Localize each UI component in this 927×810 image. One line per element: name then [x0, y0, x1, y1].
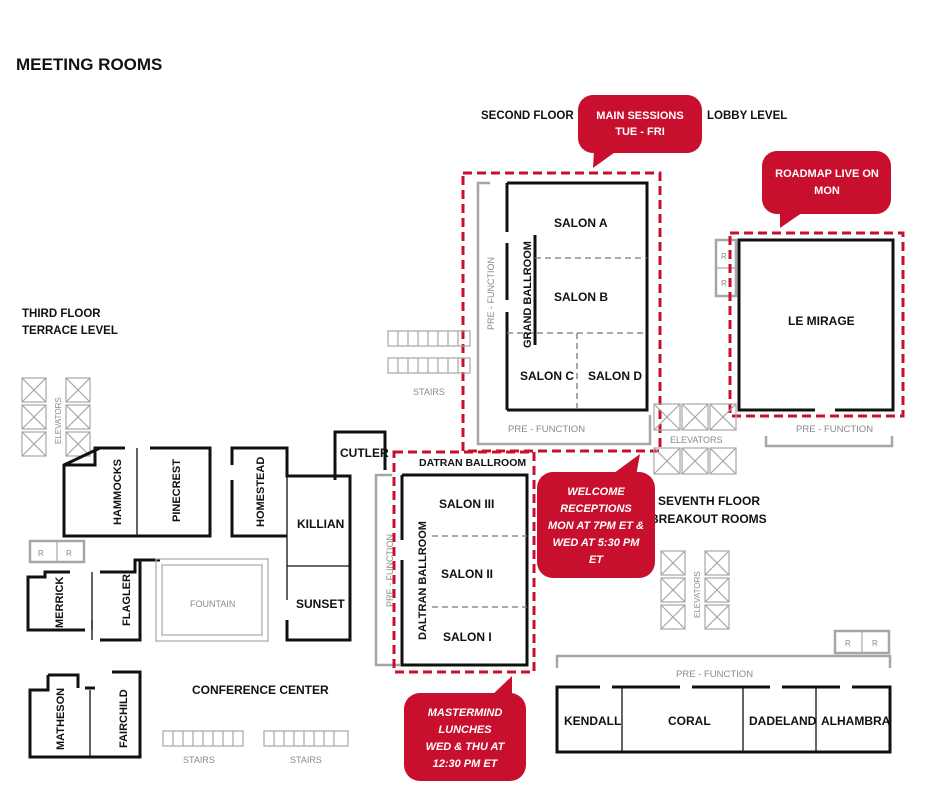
pre-function-label: PRE - FUNCTION: [796, 424, 873, 435]
breakout-rooms-block: PRE - FUNCTION KENDALL CORAL DADELAND AL…: [555, 654, 892, 754]
room-hammocks[interactable]: HAMMOCKS: [112, 459, 124, 525]
cutler-walls: [333, 430, 387, 480]
restrooms-west: R R: [28, 539, 86, 564]
svg-text:MON AT 7PM ET &: MON AT 7PM ET &: [548, 520, 644, 532]
pre-function-label: PRE - FUNCTION: [486, 257, 496, 330]
room-salon-d[interactable]: SALON D: [588, 369, 642, 383]
stairs-second-floor: STAIRS: [387, 330, 471, 397]
svg-text:ET: ET: [589, 554, 604, 566]
daltran-ballroom-label: DALTRAN BALLROOM: [417, 521, 429, 640]
pre-function-label: PRE - FUNCTION: [676, 669, 753, 680]
elevators-east: [660, 550, 730, 630]
elevators-west: [21, 377, 91, 457]
pre-function-label: PRE - FUNCTION: [508, 424, 585, 435]
room-salon-b[interactable]: SALON B: [554, 290, 608, 304]
svg-text:TUE - FRI: TUE - FRI: [615, 126, 665, 138]
room-le-mirage[interactable]: LE MIRAGE: [788, 314, 855, 328]
svg-text:12:30 PM ET: 12:30 PM ET: [433, 758, 499, 770]
restroom-label: R: [721, 279, 727, 288]
grand-ballroom-area: PRE - FUNCTION PRE - FUNCTION GRAND BALL…: [461, 171, 662, 453]
restroom-label: R: [721, 252, 727, 261]
room-fairchild[interactable]: FAIRCHILD: [118, 689, 130, 748]
room-salon-ii[interactable]: SALON II: [441, 567, 493, 581]
daltran-ballroom-area: PRE - FUNCTION DATRAN BALLROOM DALTRAN B…: [374, 450, 536, 674]
third-floor-label: THIRD FLOOR: [22, 308, 101, 320]
matheson-fairchild-block: MATHESON FAIRCHILD: [28, 670, 142, 759]
callout-roadmap-live: ROADMAP LIVE ON MON: [762, 151, 891, 228]
room-matheson[interactable]: MATHESON: [55, 688, 67, 750]
svg-text:MASTERMIND: MASTERMIND: [428, 707, 503, 719]
restroom-label: R: [66, 549, 72, 558]
homestead-killian-sunset-block: HOMESTEAD KILLIAN SUNSET: [230, 446, 352, 642]
le-mirage-area: R R LE MIRAGE PRE - FUNCTION: [714, 231, 905, 448]
elevators-label: ELEVATORS: [54, 397, 63, 444]
fountain: FOUNTAIN: [155, 558, 269, 642]
page-title: MEETING ROOMS: [16, 55, 162, 74]
elevators-label: ELEVATORS: [693, 571, 702, 618]
room-salon-iii[interactable]: SALON III: [439, 497, 494, 511]
callout-welcome-receptions: WELCOME RECEPTIONS MON AT 7PM ET & WED A…: [537, 454, 655, 578]
svg-text:LUNCHES: LUNCHES: [438, 724, 492, 736]
svg-text:MON: MON: [814, 185, 840, 197]
room-pinecrest[interactable]: PINECREST: [171, 459, 183, 522]
terrace-level-label: TERRACE LEVEL: [22, 325, 118, 337]
conference-center-label: CONFERENCE CENTER: [192, 683, 329, 697]
pre-function-label: PRE - FUNCTION: [385, 534, 395, 607]
room-salon-a[interactable]: SALON A: [554, 216, 608, 230]
room-killian[interactable]: KILLIAN: [297, 517, 344, 531]
merrick-flagler-block: MERRICK FLAGLER: [26, 558, 160, 642]
room-dadeland[interactable]: DADELAND: [749, 714, 817, 728]
stairs-label: STAIRS: [183, 755, 215, 765]
elevators-label: ELEVATORS: [670, 435, 723, 445]
room-cutler[interactable]: CUTLER: [340, 446, 389, 460]
fountain-label: FOUNTAIN: [190, 599, 235, 609]
svg-text:ROADMAP LIVE ON: ROADMAP LIVE ON: [775, 168, 879, 180]
svg-text:WED & THU AT: WED & THU AT: [426, 741, 506, 753]
room-salon-i[interactable]: SALON I: [443, 630, 492, 644]
second-floor-label: SECOND FLOOR: [481, 110, 574, 122]
stairs-label: STAIRS: [290, 755, 322, 765]
svg-text:WED AT 5:30 PM: WED AT 5:30 PM: [553, 537, 641, 549]
restroom-label: R: [38, 549, 44, 558]
room-homestead[interactable]: HOMESTEAD: [255, 457, 267, 527]
lobby-level-label: LOBBY LEVEL: [707, 110, 787, 122]
grand-ballroom-label: GRAND BALLROOM: [522, 241, 534, 348]
seventh-floor-label: SEVENTH FLOOR: [658, 494, 760, 508]
restroom-label: R: [872, 639, 878, 648]
stairs-conference: [162, 730, 349, 747]
hammocks-pinecrest-block: HAMMOCKS PINECREST: [62, 446, 212, 538]
restrooms-east: R R: [833, 629, 891, 655]
breakout-rooms-label: BREAKOUT ROOMS: [650, 512, 767, 526]
room-merrick[interactable]: MERRICK: [54, 577, 66, 628]
callout-main-sessions: MAIN SESSIONS TUE - FRI: [578, 95, 702, 168]
svg-text:MAIN SESSIONS: MAIN SESSIONS: [596, 110, 683, 122]
stairs-label: STAIRS: [413, 387, 445, 397]
room-flagler[interactable]: FLAGLER: [121, 574, 133, 626]
datran-ballroom-header: DATRAN BALLROOM: [419, 457, 526, 469]
room-kendall[interactable]: KENDALL: [564, 714, 621, 728]
elevators-center: [653, 403, 737, 475]
room-alhambra[interactable]: ALHAMBRA: [821, 714, 891, 728]
room-coral[interactable]: CORAL: [668, 714, 711, 728]
svg-text:RECEPTIONS: RECEPTIONS: [560, 503, 632, 515]
svg-text:WELCOME: WELCOME: [567, 486, 625, 498]
room-salon-c[interactable]: SALON C: [520, 369, 574, 383]
callout-mastermind-lunches: MASTERMIND LUNCHES WED & THU AT 12:30 PM…: [404, 676, 526, 781]
room-sunset[interactable]: SUNSET: [296, 597, 345, 611]
restroom-label: R: [845, 639, 851, 648]
